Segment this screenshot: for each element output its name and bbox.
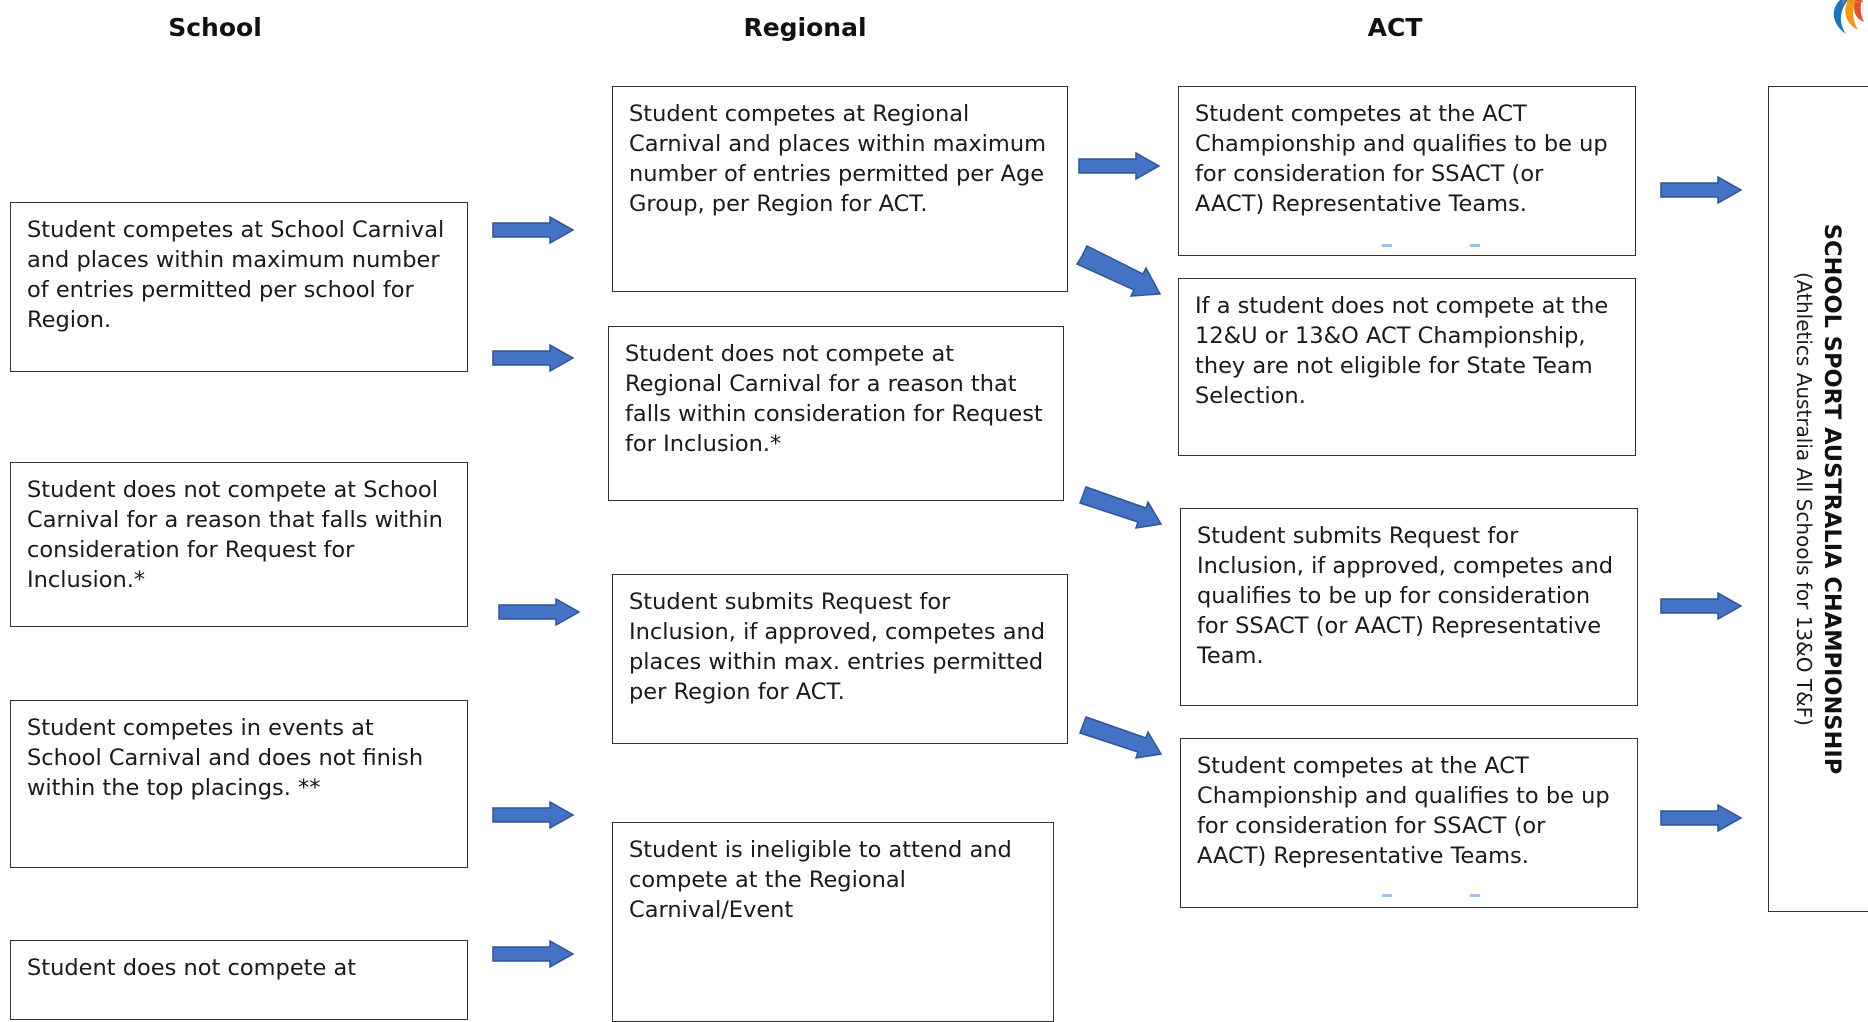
arrow-right-icon [1660,591,1743,621]
sport-australia-championship-box: SCHOOL SPORT AUSTRALIA CHAMPIONSHIP (Ath… [1768,86,1868,912]
arrow-right-icon [1660,175,1743,205]
regional-box-1: Student competes at Regional Carnival an… [612,86,1068,292]
arrow-right-icon [1078,151,1161,181]
school-box-1: Student competes at School Carnival and … [10,202,468,372]
school-box-2: Student does not compete at School Carni… [10,462,468,627]
championship-subtitle: (Athletics Australia All Schools for 13&… [1792,272,1816,726]
arrow-right-icon [492,800,575,830]
arrow-diagonal-icon [1079,486,1163,529]
arrow-right-icon [492,939,575,969]
arrow-right-icon [498,597,581,627]
logo-text: ACT [1842,0,1868,12]
act-box-4: Student competes at the ACT Championship… [1180,738,1638,908]
act-box-2: If a student does not compete at the 12&… [1178,278,1636,456]
arrow-right-icon [492,343,575,373]
school-box-4: Student does not compete at [10,940,468,1020]
decorative-dot-icon [1382,244,1480,247]
header-regional: Regional [743,13,867,42]
arrow-diagonal-icon [1075,244,1162,297]
arrow-right-icon [1660,803,1743,833]
regional-box-4: Student is ineligible to attend and comp… [612,822,1054,1022]
regional-box-2: Student does not compete at Regional Car… [608,326,1064,501]
header-school: School [168,13,262,42]
championship-title: SCHOOL SPORT AUSTRALIA CHAMPIONSHIP [1819,223,1845,775]
arrow-right-icon [492,215,575,245]
act-box-3: Student submits Request for Inclusion, i… [1180,508,1638,706]
arrow-diagonal-icon [1079,716,1163,759]
header-act: ACT [1367,13,1423,42]
regional-box-3: Student submits Request for Inclusion, i… [612,574,1068,744]
decorative-dot-icon [1382,894,1480,897]
act-logo-icon [1833,0,1864,34]
act-box-1: Student competes at the ACT Championship… [1178,86,1636,256]
school-box-3: Student competes in events at School Car… [10,700,468,868]
